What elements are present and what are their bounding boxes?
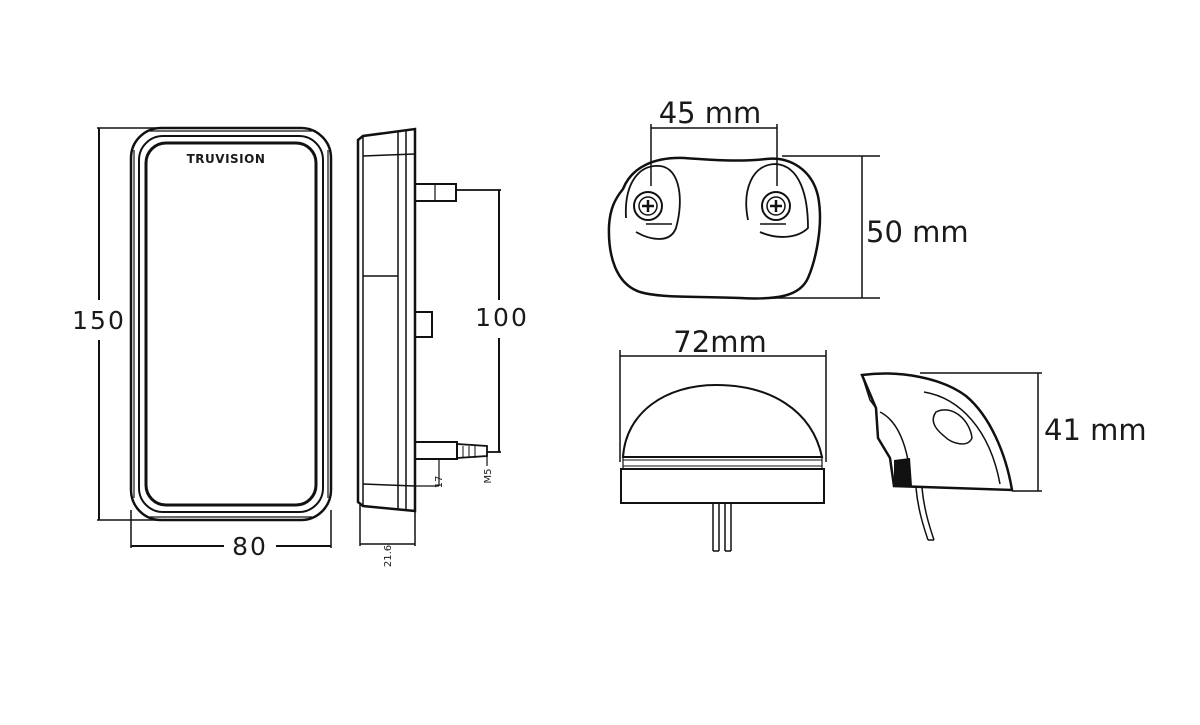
rear-light-front-view xyxy=(129,126,333,522)
profile-body xyxy=(860,372,1014,492)
dimension-100 xyxy=(456,189,501,453)
marker-height-label: 50 mm xyxy=(866,215,969,249)
dimension-41mm xyxy=(920,372,1042,492)
marker-depth-label: 41 mm xyxy=(1044,413,1147,447)
brand-logo: TRUVISION xyxy=(187,152,266,166)
rear-light-lens xyxy=(144,141,318,507)
dimension-72mm xyxy=(619,350,827,462)
depth-label: 21.6 xyxy=(383,545,394,567)
left-screw xyxy=(633,191,663,221)
marker-light-width-view xyxy=(620,383,825,552)
marker-light-front-view xyxy=(607,156,822,300)
mount-spacing-label: 100 xyxy=(475,303,529,332)
profile-lens xyxy=(932,409,973,445)
width-label: 80 xyxy=(232,532,268,561)
mounting-stud-bottom xyxy=(414,441,458,460)
right-screw xyxy=(761,191,791,221)
profile-wire xyxy=(921,487,935,541)
cable-exit xyxy=(456,443,488,459)
stud-length-label: 17 xyxy=(434,476,445,489)
dimension-50mm xyxy=(772,155,880,299)
marker-width-label: 72mm xyxy=(673,325,766,359)
marker-base xyxy=(620,468,825,504)
marker-mount-spacing-label: 45 mm xyxy=(659,96,762,130)
dimension-45mm xyxy=(650,124,778,186)
marker-lens-dome xyxy=(621,383,824,458)
rear-light-outer-housing xyxy=(129,126,333,522)
marker-housing xyxy=(607,156,822,300)
rear-light-inner-bezel xyxy=(138,135,324,513)
profile-mount-foot xyxy=(894,458,912,486)
height-label: 150 xyxy=(72,306,126,335)
dimension-17 xyxy=(415,452,488,487)
rear-light-side-view xyxy=(356,127,488,513)
marker-light-profile-view xyxy=(860,372,1014,541)
dimension-150 xyxy=(97,127,176,521)
right-screw-lobe xyxy=(745,163,809,238)
dimension-21-6 xyxy=(359,505,416,546)
center-boss xyxy=(414,311,433,338)
dimension-80 xyxy=(130,510,332,548)
left-screw-lobe xyxy=(625,165,681,240)
thread-label: M5 xyxy=(483,469,494,484)
lens-rim xyxy=(622,456,823,470)
